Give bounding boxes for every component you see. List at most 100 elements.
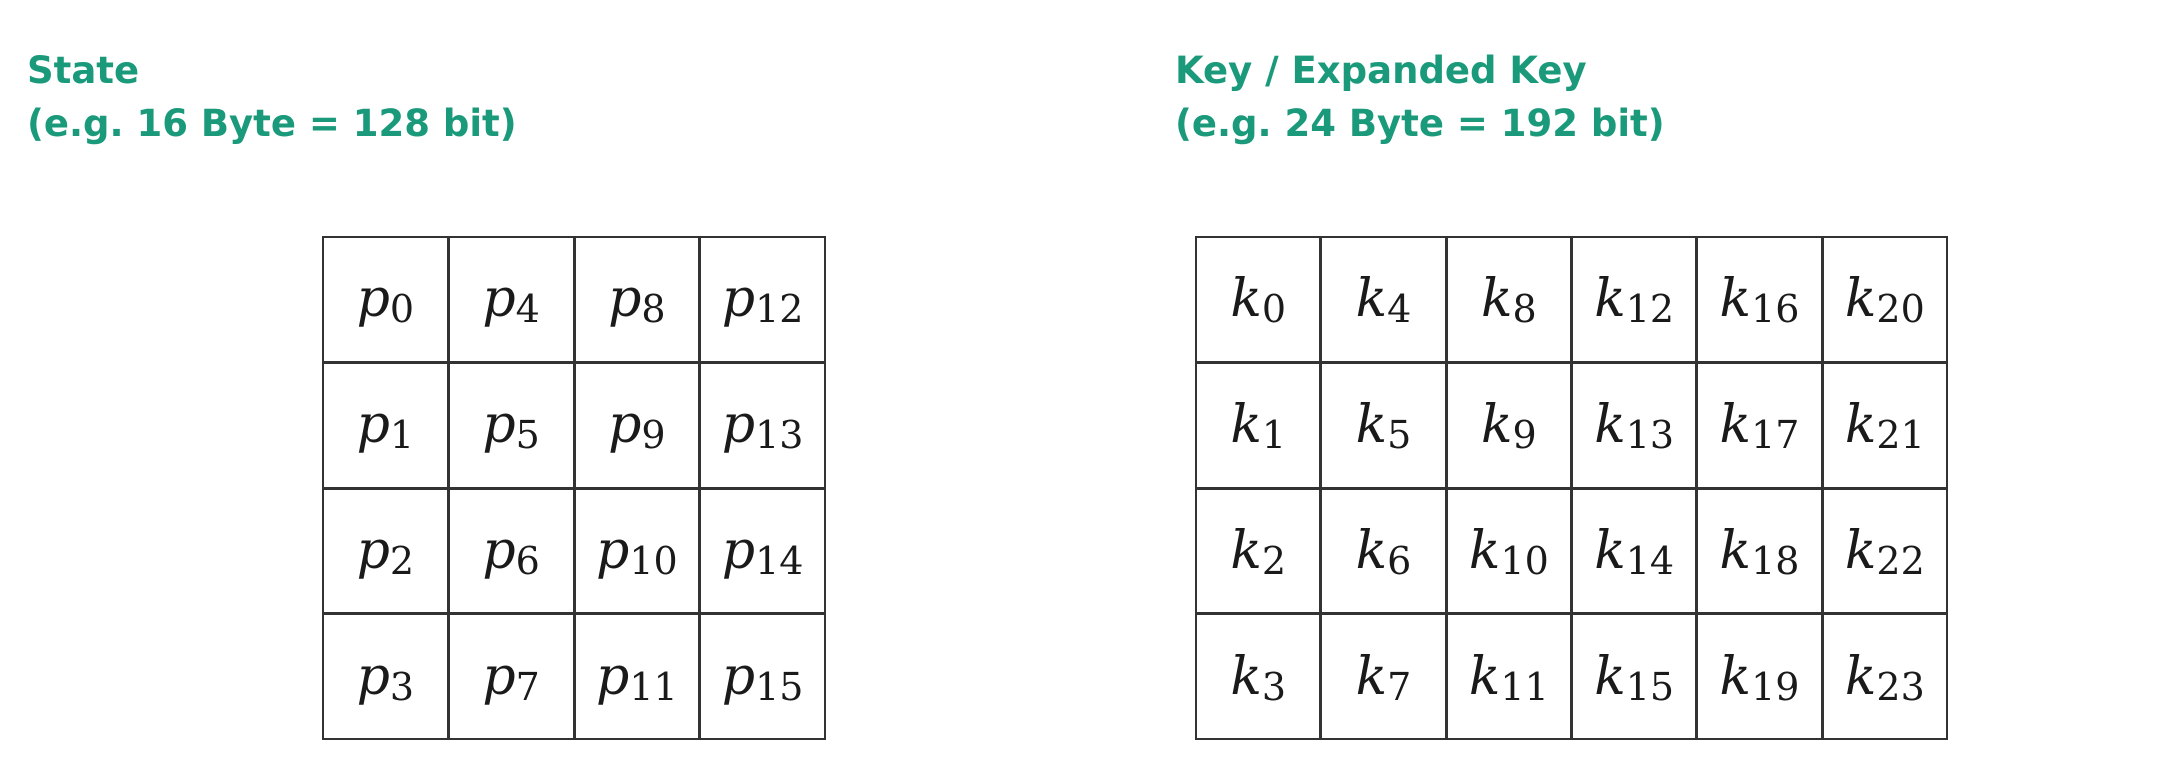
key-cell-index: 7 xyxy=(1387,664,1412,709)
state-heading: State (e.g. 16 Byte = 128 bit) xyxy=(27,44,517,150)
key-cell-variable: k xyxy=(1355,395,1388,456)
key-cell-variable: k xyxy=(1719,395,1752,456)
state-cell-variable: p xyxy=(596,646,630,707)
key-cell-index: 19 xyxy=(1751,664,1800,709)
key-size-note: (e.g. 24 Byte = 192 bit) xyxy=(1175,102,1665,145)
state-cell-index: 12 xyxy=(755,287,804,332)
state-cell-variable: p xyxy=(596,520,630,581)
state-cell-index: 3 xyxy=(389,664,415,709)
key-cell-index: 11 xyxy=(1500,664,1549,709)
state-cell-variable: p xyxy=(608,269,642,330)
key-cell-index: 14 xyxy=(1625,538,1675,583)
state-cell-index: 9 xyxy=(641,413,666,458)
key-cell-index: 10 xyxy=(1500,538,1549,583)
key-cell-index: 0 xyxy=(1261,287,1287,332)
key-cell-index: 13 xyxy=(1625,413,1675,458)
state-cell-index: 13 xyxy=(755,413,804,458)
key-heading: Key / Expanded Key (e.g. 24 Byte = 192 b… xyxy=(1175,44,1665,150)
key-cell-index: 4 xyxy=(1387,287,1412,332)
state-cell-variable: p xyxy=(482,269,516,330)
key-title: Key / Expanded Key xyxy=(1175,49,1587,92)
key-cell-variable: k xyxy=(1719,269,1752,330)
state-cell-variable: p xyxy=(482,395,516,456)
key-cell-variable: k xyxy=(1594,646,1626,707)
key-cell-index: 16 xyxy=(1751,287,1800,332)
state-cell-variable: p xyxy=(721,646,756,707)
key-cell-variable: k xyxy=(1719,646,1752,707)
key-cell-index: 1 xyxy=(1261,413,1287,458)
key-cell-variable: k xyxy=(1844,646,1877,707)
key-cell-variable: k xyxy=(1230,646,1262,707)
state-cell-index: 10 xyxy=(629,538,678,583)
state-cell-index: 6 xyxy=(515,538,540,583)
key-cell-index: 15 xyxy=(1625,664,1675,709)
key-cell-variable: k xyxy=(1230,269,1262,330)
key-cell-index: 12 xyxy=(1625,287,1675,332)
state-cell-index: 1 xyxy=(389,413,415,458)
state-cell-variable: p xyxy=(721,269,756,330)
key-cell-variable: k xyxy=(1468,520,1501,581)
key-cell-index: 20 xyxy=(1876,287,1925,332)
state-size-note: (e.g. 16 Byte = 128 bit) xyxy=(27,102,517,145)
key-cell-variable: k xyxy=(1230,520,1262,581)
key-cell-variable: k xyxy=(1355,269,1388,330)
key-cell-index: 22 xyxy=(1876,538,1925,583)
key-cell-index: 2 xyxy=(1261,538,1287,583)
key-cell-variable: k xyxy=(1594,395,1626,456)
state-cell-variable: p xyxy=(608,395,642,456)
key-cell-variable: k xyxy=(1844,395,1877,456)
key-cell-index: 9 xyxy=(1512,413,1537,458)
state-cell-index: 14 xyxy=(755,538,804,583)
state-cell-index: 5 xyxy=(515,413,540,458)
state-cell-variable: p xyxy=(721,395,756,456)
key-cell-index: 23 xyxy=(1876,664,1925,709)
key-cell-variable: k xyxy=(1844,520,1877,581)
state-cell-variable: p xyxy=(356,395,390,456)
state-title: State xyxy=(27,49,140,92)
key-cell-index: 18 xyxy=(1751,538,1800,583)
state-cell-index: 11 xyxy=(629,664,678,709)
key-cell-index: 17 xyxy=(1751,413,1800,458)
state-cell-variable: p xyxy=(482,646,516,707)
state-cell-index: 0 xyxy=(389,287,415,332)
key-cell-index: 8 xyxy=(1512,287,1537,332)
state-cell-variable: p xyxy=(356,269,390,330)
key-cell-variable: k xyxy=(1230,395,1262,456)
state-cell-index: 8 xyxy=(641,287,666,332)
key-cell-variable: k xyxy=(1468,646,1501,707)
key-cell-variable: k xyxy=(1844,269,1877,330)
key-cell-variable: k xyxy=(1594,269,1626,330)
key-cell-index: 6 xyxy=(1387,538,1412,583)
key-cell-variable: k xyxy=(1719,520,1752,581)
key-cell-variable: k xyxy=(1480,395,1513,456)
